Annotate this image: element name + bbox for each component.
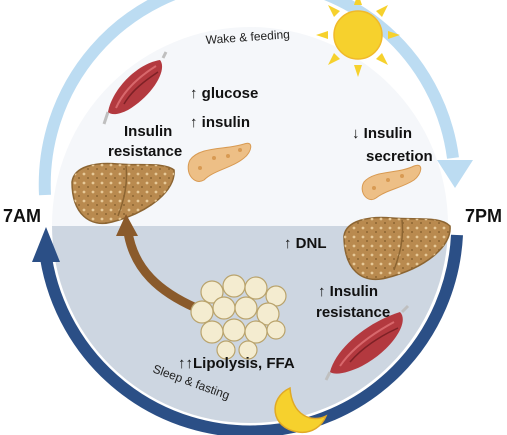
glucose-label: ↑ glucose bbox=[190, 85, 258, 102]
liver-icon-right bbox=[343, 216, 451, 280]
time-label-7am: 7AM bbox=[3, 206, 41, 226]
muscle-icon-night bbox=[324, 304, 410, 381]
insulin-resistance-day-line2: resistance bbox=[108, 143, 182, 160]
insulin-resistance-day-line1: Insulin bbox=[124, 123, 172, 140]
insulin-label: ↑ insulin bbox=[190, 114, 250, 131]
wake-feeding-label: Wake & feeding bbox=[205, 27, 290, 47]
insulin-secretion-line2: secretion bbox=[366, 148, 433, 165]
insulin-secretion-line1: ↓ Insulin bbox=[352, 125, 412, 142]
sun-icon bbox=[316, 0, 400, 77]
liver-icon-left bbox=[71, 162, 175, 225]
adipose-tissue-icon bbox=[190, 274, 287, 360]
lipolysis-ffa-label: ↑↑Lipolysis, FFA bbox=[178, 355, 295, 372]
pancreas-icon-right bbox=[361, 164, 422, 200]
pancreas-icon-day bbox=[187, 142, 252, 182]
insulin-resistance-night-line1: ↑ Insulin bbox=[318, 283, 378, 300]
dnl-label: ↑ DNL bbox=[284, 235, 327, 252]
ffa-flux-arrow bbox=[116, 214, 198, 313]
moon-icon bbox=[274, 386, 328, 434]
muscle-icon-day bbox=[102, 51, 168, 125]
day-cycle-arrow bbox=[38, 0, 473, 196]
insulin-resistance-night-line2: resistance bbox=[316, 304, 390, 321]
time-label-7pm: 7PM bbox=[465, 206, 502, 226]
night-cycle-arrow bbox=[32, 227, 463, 435]
